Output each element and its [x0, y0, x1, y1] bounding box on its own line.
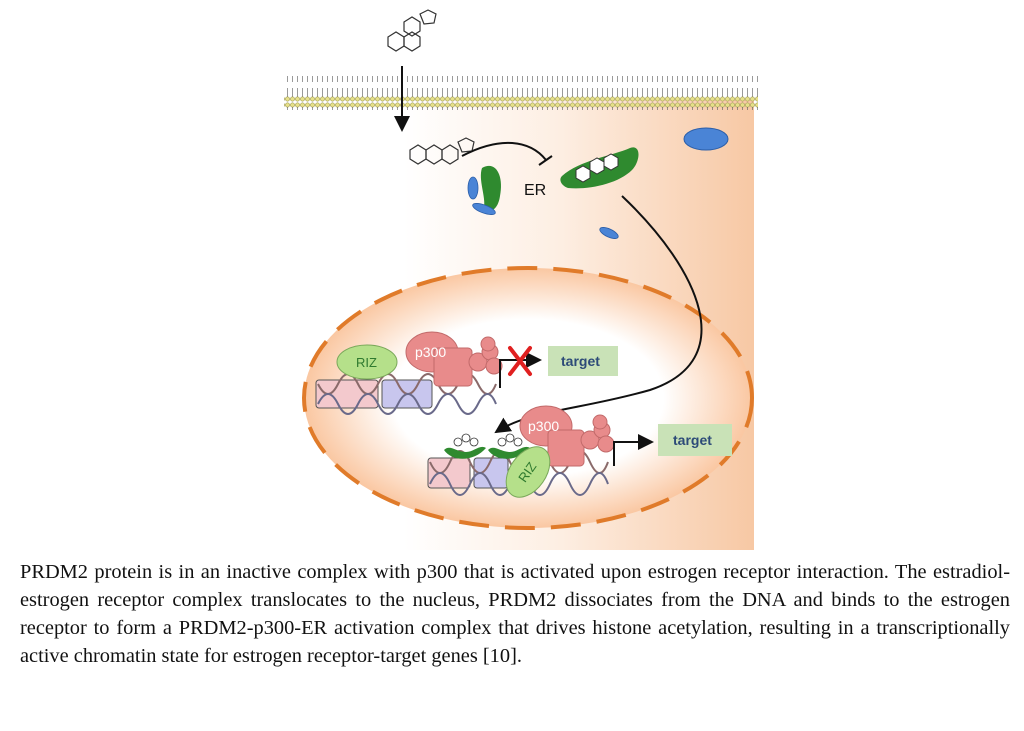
receptor-inactive: [480, 165, 502, 211]
target-label-active: target: [673, 432, 712, 448]
target-box-active: [658, 424, 732, 456]
riz-protein-active: [505, 446, 551, 498]
p300-protein-active: [519, 405, 615, 467]
nucleus: [302, 266, 754, 530]
estradiol-bound-to-receptor: [575, 153, 619, 183]
target-label-inactive: target: [561, 353, 600, 369]
target-box-inactive: [548, 346, 618, 376]
p300-label-inactive: p300: [415, 344, 446, 360]
binding-arrow-tee: [538, 155, 553, 166]
blue-oval-small: [599, 227, 619, 239]
riz-label-inactive: RIZ: [356, 355, 377, 370]
blue-oval-large: [683, 127, 729, 151]
transcription-arrow-active: [613, 434, 654, 466]
binding-arrow: [461, 142, 547, 161]
transcription-arrow-inactive: [499, 352, 542, 388]
estradiol-molecule-inside: [409, 137, 475, 165]
figure-caption: PRDM2 protein is in an inactive complex …: [20, 561, 1010, 667]
p300-label-active: p300: [528, 418, 559, 434]
inhibition-x-icon: [508, 346, 532, 376]
er-label: ER: [524, 182, 546, 199]
cell-membrane: [284, 76, 758, 110]
chaperone-oval-2: [472, 203, 496, 215]
chaperone-oval-1: [467, 176, 479, 200]
p300-protein-inactive: [405, 331, 503, 387]
pathway-diagram: ER RIZ p300 target: [284, 9, 758, 550]
estradiol-molecule-outside: [387, 9, 437, 52]
er-dimer-on-dna: [444, 433, 530, 459]
riz-protein-inactive: [336, 344, 398, 380]
